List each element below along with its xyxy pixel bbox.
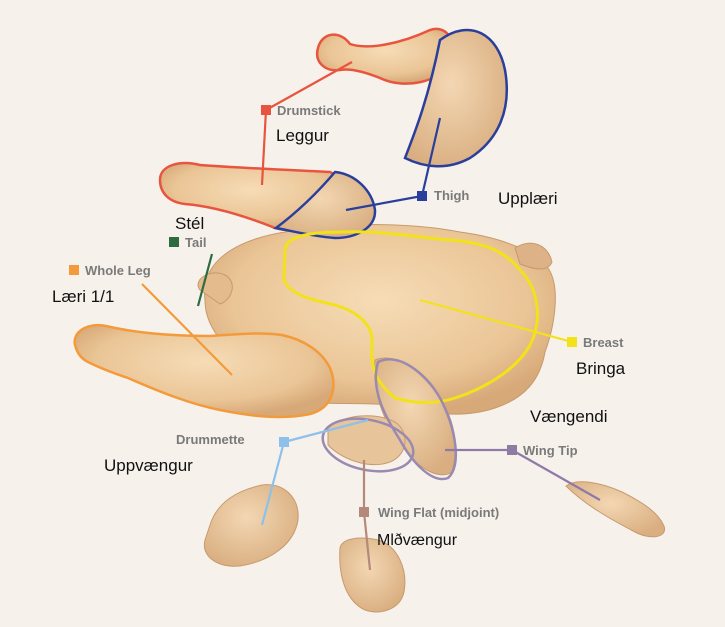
wing-tip-label: Wing Tip (523, 443, 578, 458)
wing-tip-marker (507, 445, 517, 455)
tail-label-is: Stél (175, 214, 204, 233)
wing-label-is: Vængendi (530, 407, 608, 426)
breast-label-is: Bringa (576, 359, 626, 378)
wing-flat-label-is: Mlðvængur (377, 532, 458, 549)
drummette-marker (279, 437, 289, 447)
wing-flat-label: Wing Flat (midjoint) (378, 505, 499, 520)
whole-leg-marker (69, 265, 79, 275)
wing-flat-marker (359, 507, 369, 517)
breast-marker (567, 337, 577, 347)
thigh-marker (417, 191, 427, 201)
thigh-label-is: Upplæri (498, 189, 558, 208)
whole-leg-label-is: Læri 1/1 (52, 287, 114, 306)
tail-label: Tail (185, 235, 206, 250)
drummette-label: Drummette (176, 432, 245, 447)
drumstick-label: Drumstick (277, 103, 341, 118)
whole-leg-label: Whole Leg (85, 263, 151, 278)
drumstick-marker (261, 105, 271, 115)
thigh-label: Thigh (434, 188, 469, 203)
drumstick-label-is: Leggur (276, 126, 329, 145)
breast-label: Breast (583, 335, 624, 350)
tail-marker (169, 237, 179, 247)
drummette-label-is: Uppvængur (104, 456, 193, 475)
